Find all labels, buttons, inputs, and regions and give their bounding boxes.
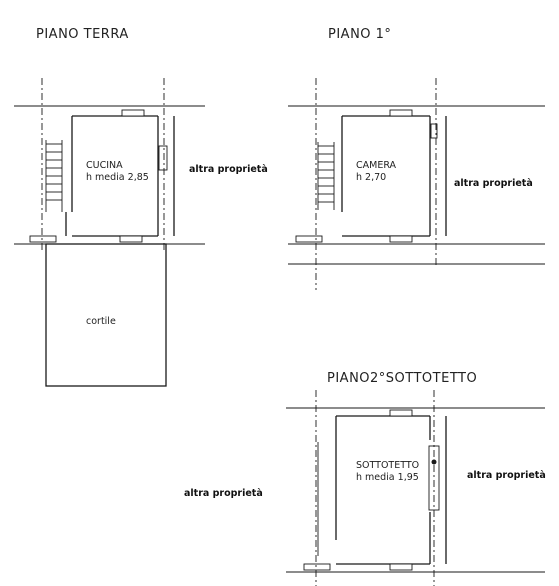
room-height-bedroom: h 2,70: [356, 172, 386, 183]
neighbor-label-ground: altra proprietà: [189, 164, 268, 175]
door-bottom-ground: [29, 235, 57, 243]
room-height-attic: h media 1,95: [356, 472, 419, 483]
window-top-first: [389, 109, 413, 117]
door-bottom-first: [295, 235, 323, 243]
window-bottom-ground: [119, 235, 143, 243]
room-name-kitchen: CUCINA: [86, 160, 123, 171]
stair-ground: [45, 140, 63, 212]
room-name-attic: SOTTOTETTO: [356, 460, 419, 471]
title-attic-floor: PIANO2°SOTTOTETTO: [327, 371, 477, 386]
neighbor-label-attic-right: altra proprietà: [467, 470, 546, 481]
attic-floor-plan: SOTTOTETTO h media 1,95 altra proprietà …: [184, 390, 546, 586]
title-first-floor: PIANO 1°: [328, 27, 391, 42]
chimney-ground: [158, 145, 168, 171]
door-bottom-attic: [303, 563, 331, 571]
room-height-kitchen: h media 2,85: [86, 172, 149, 183]
courtyard-label: cortile: [86, 316, 116, 327]
window-top-attic: [389, 409, 413, 417]
ground-floor-plan: CUCINA h media 2,85 cortile altra propri…: [14, 78, 268, 387]
window-bottom-attic: [389, 563, 413, 571]
courtyard-outline: [45, 243, 167, 387]
title-ground-floor: PIANO TERRA: [36, 27, 129, 42]
window-bottom-first: [389, 235, 413, 243]
room-name-bedroom: CAMERA: [356, 160, 397, 171]
chimney-first: [430, 123, 438, 139]
window-top-ground: [121, 109, 145, 117]
stair-first: [317, 142, 335, 210]
neighbor-label-attic-left: altra proprietà: [184, 488, 263, 499]
neighbor-label-first: altra proprietà: [454, 178, 533, 189]
first-floor-plan: CAMERA h 2,70 altra proprietà: [288, 78, 545, 290]
